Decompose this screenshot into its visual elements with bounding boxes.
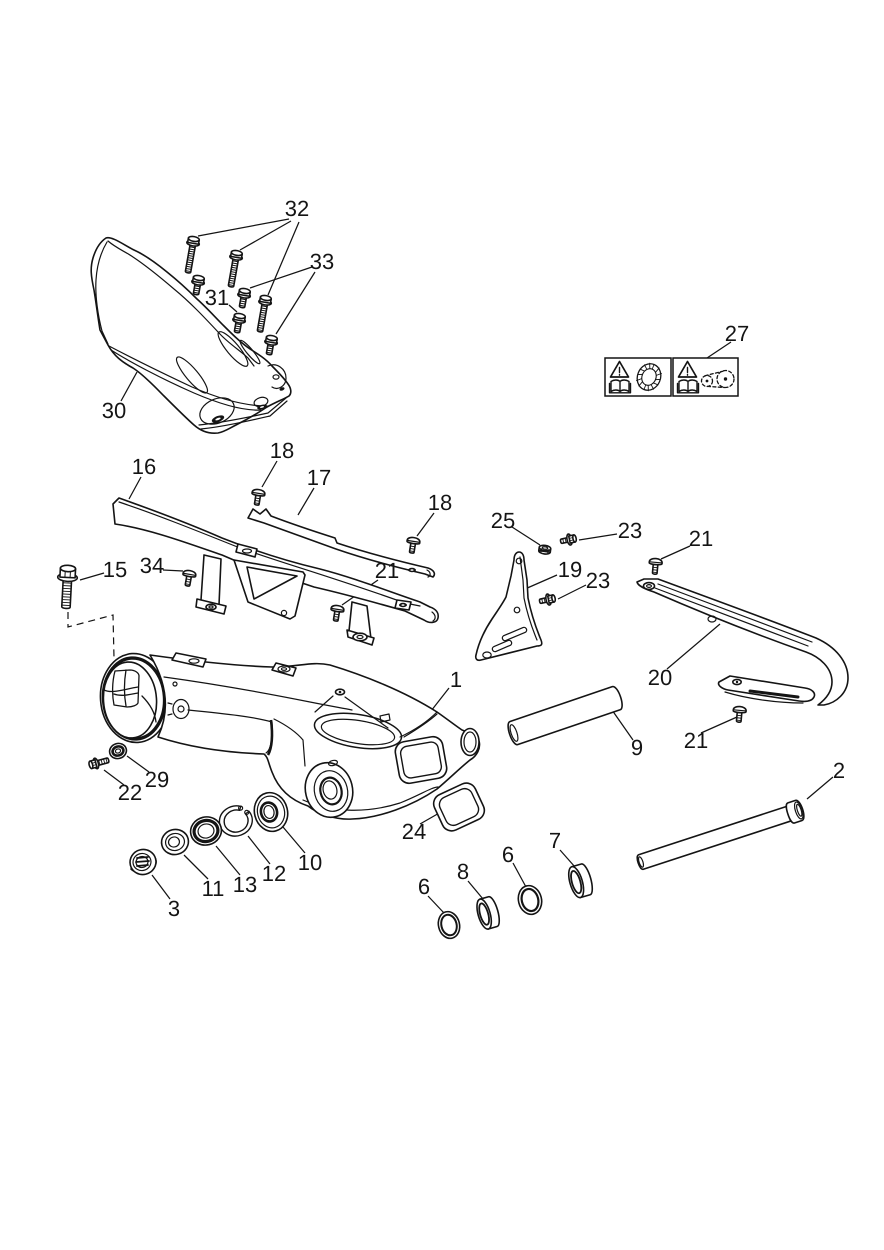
- svg-text:21: 21: [689, 526, 713, 551]
- svg-text:11: 11: [202, 876, 225, 901]
- svg-text:1: 1: [450, 667, 462, 692]
- svg-text:22: 22: [118, 780, 142, 805]
- svg-text:6: 6: [502, 842, 514, 867]
- svg-text:13: 13: [233, 872, 257, 897]
- svg-text:7: 7: [549, 828, 561, 853]
- svg-text:18: 18: [428, 490, 452, 515]
- svg-text:30: 30: [102, 398, 126, 423]
- svg-text:21: 21: [684, 728, 708, 753]
- svg-text:20: 20: [648, 665, 672, 690]
- svg-text:6: 6: [418, 874, 430, 899]
- svg-text:23: 23: [618, 518, 642, 543]
- svg-text:21: 21: [375, 558, 399, 583]
- svg-text:29: 29: [145, 767, 169, 792]
- svg-text:3: 3: [168, 896, 180, 921]
- svg-text:23: 23: [586, 568, 610, 593]
- svg-text:33: 33: [310, 249, 334, 274]
- svg-text:18: 18: [270, 438, 294, 463]
- svg-text:12: 12: [262, 861, 286, 886]
- svg-text:31: 31: [205, 285, 229, 310]
- svg-text:15: 15: [103, 557, 127, 582]
- svg-text:27: 27: [725, 321, 749, 346]
- svg-text:34: 34: [140, 553, 164, 578]
- svg-text:24: 24: [402, 819, 426, 844]
- svg-text:2: 2: [833, 758, 845, 783]
- svg-text:8: 8: [457, 859, 469, 884]
- svg-text:10: 10: [298, 850, 322, 875]
- svg-text:32: 32: [285, 196, 309, 221]
- svg-text:25: 25: [491, 508, 515, 533]
- svg-text:16: 16: [132, 454, 156, 479]
- svg-text:19: 19: [558, 557, 582, 582]
- svg-text:9: 9: [631, 735, 643, 760]
- svg-text:17: 17: [307, 465, 331, 490]
